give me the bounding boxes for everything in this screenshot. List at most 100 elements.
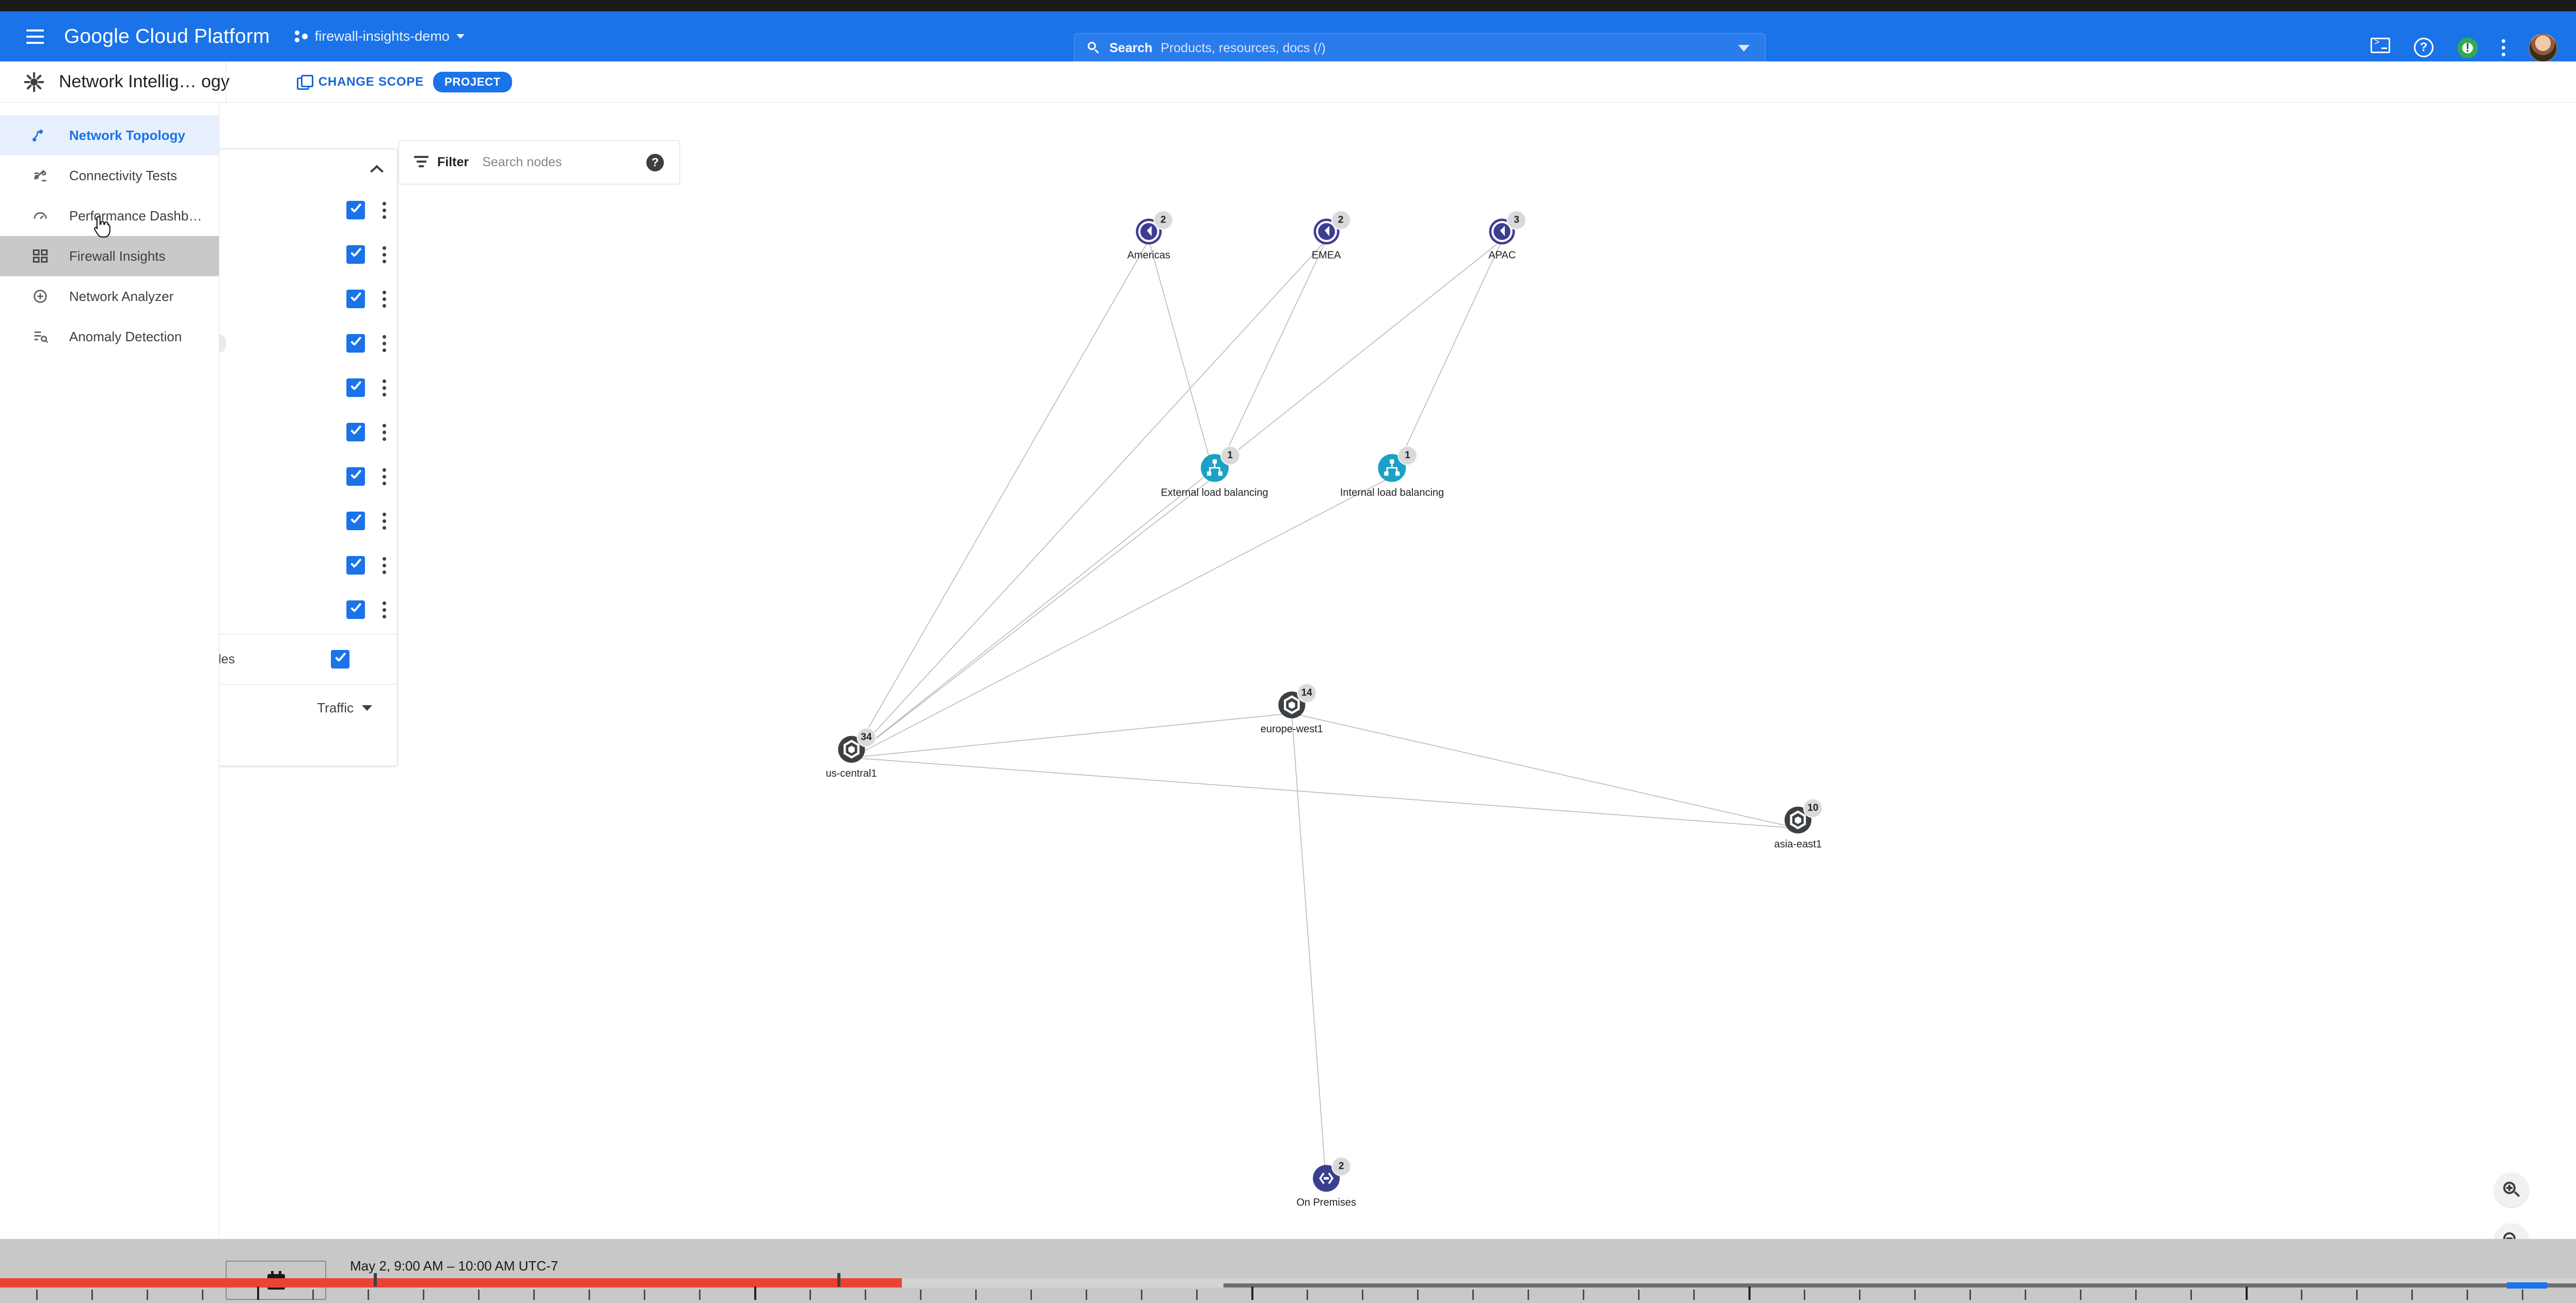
help-icon[interactable]: ? [2414, 37, 2435, 58]
sidebar-item-network-analyzer[interactable]: Network Analyzer [0, 276, 219, 316]
topology-edge [851, 476, 1392, 758]
chevron-down-icon [362, 705, 372, 711]
timeline-tick [699, 1290, 701, 1300]
more-options-icon[interactable] [2501, 38, 2506, 58]
global-search-bar[interactable]: Search Products, resources, docs (/) [1074, 33, 1766, 63]
configuration-row-menu-icon[interactable] [381, 556, 387, 575]
topology-edge [1214, 240, 1327, 477]
configuration-row-menu-icon[interactable] [381, 512, 387, 530]
timeline-ticks [0, 1273, 2576, 1300]
scope-pill-project[interactable]: PROJECT [433, 71, 512, 92]
region-globe-icon: 2 [1136, 210, 1173, 245]
configuration-row-checkbox[interactable] [346, 467, 365, 486]
timeline-track-remainder [1223, 1283, 2576, 1288]
configuration-row-checkbox[interactable] [346, 245, 365, 264]
timeline-tick [920, 1290, 921, 1300]
search-input[interactable]: Products, resources, docs (/) [1160, 40, 1326, 55]
timeline-tick [147, 1290, 148, 1300]
child-nodes-checkbox[interactable] [331, 650, 349, 669]
configuration-row-menu-icon[interactable] [381, 467, 387, 486]
configuration-row-checkbox[interactable] [346, 556, 365, 575]
timeline-handle[interactable] [837, 1273, 840, 1286]
sidebar-item-label: Anomaly Detection [69, 328, 182, 344]
configuration-row-checkbox[interactable] [346, 378, 365, 397]
zoom-in-icon [2503, 1182, 2520, 1198]
filter-bar[interactable]: Filter Search nodes ? [399, 140, 680, 184]
configuration-row-checkbox[interactable] [346, 201, 365, 219]
configuration-row-actions [346, 423, 387, 441]
filter-help-icon[interactable]: ? [646, 153, 664, 171]
timeline-selection[interactable] [0, 1278, 902, 1288]
configuration-row-menu-icon[interactable] [381, 423, 387, 441]
cloud-shell-icon[interactable] [2371, 37, 2391, 58]
change-scope-button[interactable]: CHANGE SCOPE [296, 74, 424, 90]
timeline-tick [2411, 1290, 2413, 1300]
timeline-tick [1030, 1290, 1032, 1300]
hamburger-icon[interactable] [22, 23, 49, 50]
timeline-tick [1693, 1290, 1695, 1300]
sidebar-item-anomaly-detection[interactable]: Anomaly Detection [0, 316, 219, 357]
configuration-row-menu-icon[interactable] [381, 378, 387, 397]
timeline-tick [975, 1290, 977, 1300]
configuration-row-menu-icon[interactable] [381, 290, 387, 308]
header-actions: ? ! [2371, 23, 2557, 73]
sidebar-item-firewall-insights[interactable]: Firewall Insights [0, 236, 219, 276]
topology-node-label: europe-west1 [1260, 723, 1323, 735]
performance-icon [30, 205, 51, 226]
configuration-row-checkbox[interactable] [346, 290, 365, 308]
zoom-in-button[interactable] [2494, 1173, 2529, 1207]
notifications-icon[interactable]: ! [2457, 37, 2478, 58]
sidebar-item-network-topology[interactable]: Network Topology [0, 115, 219, 155]
timeline-tick [644, 1290, 645, 1300]
configuration-row-checkbox[interactable] [346, 334, 365, 353]
timeline-tick [589, 1290, 590, 1300]
configuration-row-menu-icon[interactable] [381, 245, 387, 264]
sidebar-item-performance-dashb[interactable]: Performance Dashb… [0, 196, 219, 236]
search-icon [1088, 42, 1100, 54]
topology-node-label: asia-east1 [1774, 838, 1822, 850]
timeline-tick [2301, 1290, 2302, 1300]
configuration-row-actions [346, 245, 387, 264]
topology-node-label: External load balancing [1160, 487, 1268, 499]
configuration-row-checkbox[interactable] [346, 512, 365, 530]
configuration-row [106, 499, 397, 543]
metric-select[interactable]: Traffic [317, 700, 372, 716]
configuration-row-checkbox[interactable] [346, 600, 365, 619]
chevron-up-icon[interactable] [369, 162, 384, 176]
topology-edge [1291, 713, 1327, 1187]
chevron-down-icon [456, 34, 465, 39]
timeline-tick [2135, 1290, 2137, 1300]
configuration-row-menu-icon[interactable] [381, 201, 387, 219]
search-nodes-input[interactable]: Search nodes [482, 155, 562, 169]
topology-node-badge: 1 [1220, 446, 1240, 466]
timeline-tick [1914, 1290, 1916, 1300]
search-chevron-down-icon[interactable] [1738, 44, 1750, 52]
timeline-tick [312, 1290, 314, 1300]
configuration-row-menu-icon[interactable] [381, 600, 387, 619]
project-selector[interactable]: firewall-insights-demo [294, 28, 465, 44]
firewall-icon [30, 246, 51, 266]
global-header: Google Cloud Platform firewall-insights-… [0, 11, 2576, 63]
timeline-tick [809, 1290, 811, 1300]
timeline-tick [1859, 1290, 1861, 1300]
project-icon [294, 30, 308, 43]
timeline-tick [2522, 1290, 2523, 1300]
timeline-handle[interactable] [374, 1273, 377, 1286]
configuration-row-menu-icon[interactable] [381, 334, 387, 353]
sidebar-item-connectivity-tests[interactable]: Connectivity Tests [0, 155, 219, 196]
configuration-row-checkbox[interactable] [346, 423, 365, 441]
timeline-tick [2246, 1286, 2248, 1300]
configuration-row-actions [346, 600, 387, 619]
account-avatar[interactable] [2529, 33, 2557, 62]
analyzer-icon [30, 286, 51, 307]
